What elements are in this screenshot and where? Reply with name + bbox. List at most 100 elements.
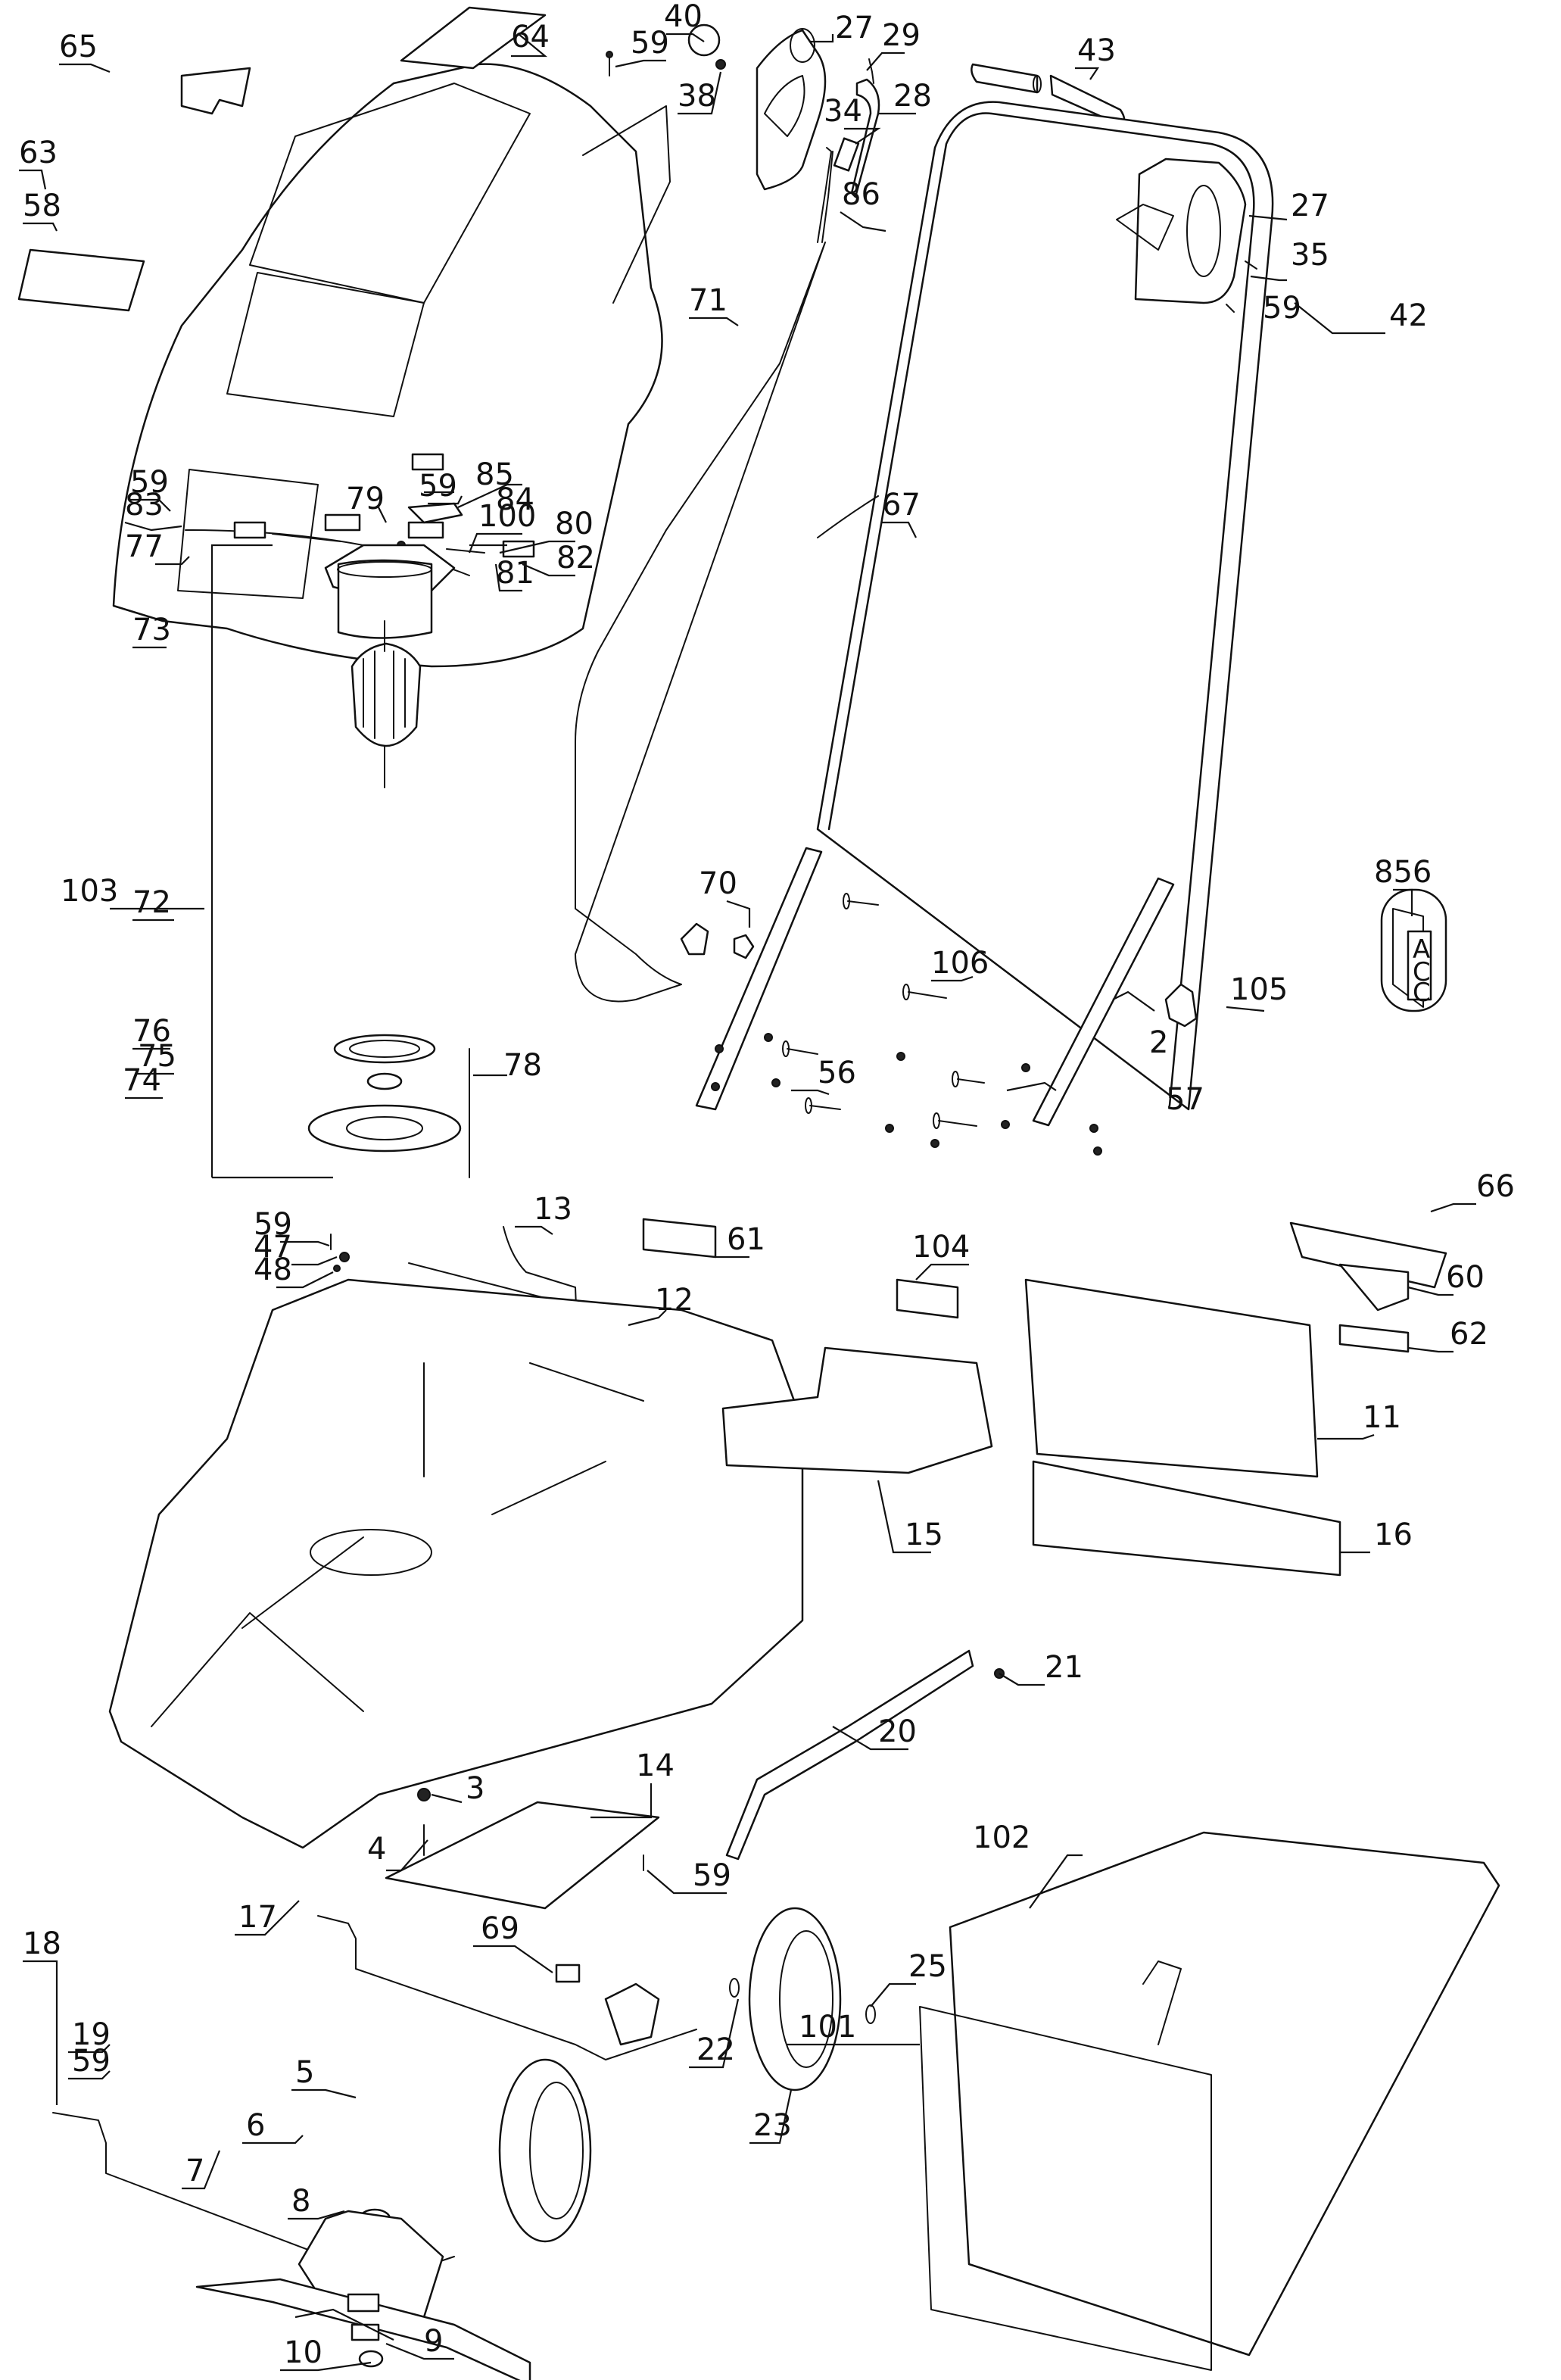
callout-56: 56 (818, 1056, 856, 1090)
callout-83: 83 (125, 488, 164, 522)
part-deck (108, 1278, 804, 1849)
callout-6: 6 (246, 2108, 265, 2143)
inset-letter-c2: C (1413, 978, 1431, 1008)
callout-104: 104 (912, 1230, 970, 1265)
callout-77: 77 (125, 529, 164, 564)
callout-22: 22 (696, 2032, 735, 2067)
callout-23: 23 (753, 2108, 792, 2143)
part-label-62 (1338, 1324, 1410, 1353)
callout-80: 80 (555, 507, 594, 541)
callout-106: 106 (931, 946, 989, 981)
callout-59: 59 (254, 1207, 292, 1242)
callout-3: 3 (466, 1771, 485, 1806)
part-flap-16 (1032, 1460, 1341, 1577)
callout-10: 10 (284, 2335, 322, 2370)
part-bearing-75 (366, 1072, 403, 1090)
callout-105: 105 (1230, 972, 1288, 1007)
callout-2: 2 (1149, 1025, 1168, 1060)
callout-5: 5 (295, 2055, 314, 2090)
callout-19: 19 (72, 2017, 111, 2052)
inset-letter-c1: C (1413, 957, 1431, 987)
callout-48: 48 (254, 1252, 292, 1287)
callout-4: 4 (367, 1832, 386, 1867)
part-armature-72 (351, 620, 422, 788)
callout-856: 856 (1374, 855, 1432, 890)
callout-25: 25 (908, 1949, 947, 1984)
part-label-65 (180, 67, 251, 115)
callout-64: 64 (511, 20, 550, 55)
part-inset-856 (1380, 888, 1447, 1012)
callout-76: 76 (132, 1014, 171, 1049)
inset-letter-a: A (1413, 934, 1430, 965)
callout-103: 103 (61, 874, 118, 909)
callout-59: 59 (1263, 291, 1301, 326)
part-upper-handle-42 (816, 101, 1274, 1111)
part-rear-flap-11 (1024, 1278, 1319, 1478)
callout-73: 73 (132, 613, 171, 647)
part-nuts-57 (711, 1033, 1102, 1156)
callout-43: 43 (1077, 33, 1116, 68)
part-switch-box-right (1116, 158, 1247, 304)
part-screw-59-top (606, 51, 613, 76)
callout-42: 42 (1389, 298, 1428, 333)
part-8 (347, 2293, 380, 2313)
callout-79: 79 (346, 482, 385, 516)
part-chute-15 (721, 1346, 993, 1474)
part-grass-bag-102 (949, 1831, 1500, 2357)
callout-47: 47 (254, 1230, 292, 1265)
part-screw-35 (1245, 260, 1257, 270)
part-spring-13 (503, 1226, 578, 1326)
callout-65: 65 (59, 30, 98, 64)
callout-59: 59 (693, 1858, 731, 1893)
part-spring-29 (868, 58, 874, 84)
part-label-61 (642, 1218, 717, 1259)
callout-18: 18 (23, 1926, 61, 1961)
part-knobs-70 (680, 922, 755, 959)
bracket-103 (210, 544, 333, 1179)
callout-62: 62 (1450, 1317, 1488, 1352)
callout-9: 9 (424, 2324, 443, 2359)
callout-57: 57 (1166, 1082, 1204, 1117)
callout-82: 82 (556, 541, 595, 576)
part-knob-105 (1164, 983, 1198, 1028)
callout-84: 84 (496, 482, 534, 517)
callout-7: 7 (185, 2154, 204, 2188)
part-screw-59-right (1226, 304, 1235, 313)
part-bearing-cap-76 (333, 1034, 436, 1064)
part-switch-34 (833, 137, 860, 172)
part-axle-bracket (604, 1982, 660, 2046)
callout-66: 66 (1476, 1169, 1515, 1204)
part-motor-cover (112, 63, 671, 668)
part-nut-25 (865, 2004, 876, 2024)
callout-102: 102 (973, 1820, 1030, 1855)
callout-60: 60 (1446, 1260, 1485, 1295)
callout-34: 34 (824, 94, 862, 129)
callout-12: 12 (655, 1283, 693, 1318)
part-bail-cable-71 (575, 242, 826, 1003)
part-bolts (782, 893, 985, 1129)
callout-20: 20 (878, 1714, 917, 1749)
callout-14: 14 (636, 1748, 675, 1783)
callout-13: 13 (534, 1192, 572, 1227)
callout-59: 59 (631, 26, 669, 61)
callout-70: 70 (699, 866, 737, 901)
part-washer-22 (729, 1978, 740, 1998)
callout-81: 81 (496, 556, 534, 591)
callout-16: 16 (1374, 1518, 1413, 1552)
part-switch-box-left (756, 28, 827, 191)
callout-8: 8 (291, 2184, 310, 2219)
part-motor-plate-74 (307, 1104, 462, 1153)
callout-67: 67 (882, 488, 921, 522)
callout-63: 63 (19, 136, 58, 170)
part-top-label (400, 6, 547, 70)
callout-61: 61 (727, 1222, 765, 1257)
callout-72: 72 (132, 885, 171, 920)
callout-15: 15 (905, 1518, 943, 1552)
part-9 (351, 2323, 380, 2341)
part-cable-clip-67 (817, 495, 879, 538)
part-blade-7 (195, 2278, 531, 2380)
callout-85: 85 (475, 457, 514, 492)
callout-35: 35 (1291, 238, 1329, 273)
part-bag-frame-101 (919, 1960, 1212, 2371)
